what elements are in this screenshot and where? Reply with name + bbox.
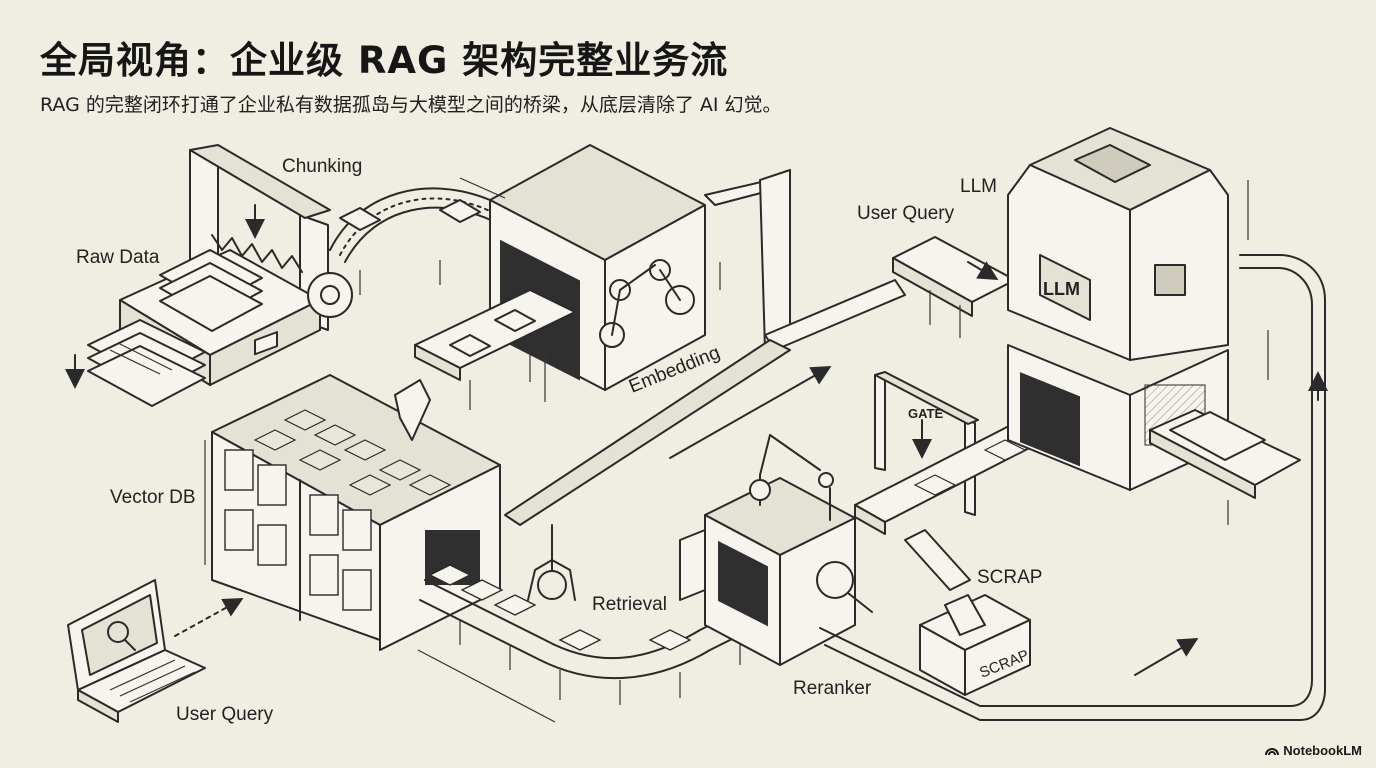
- llm-tower: LLM: [1007, 127, 1301, 525]
- brand-name: NotebookLM: [1283, 743, 1362, 758]
- vector-db-warehouse: [204, 374, 501, 651]
- label-raw-data: Raw Data: [76, 247, 160, 268]
- gate-label: GATE: [908, 406, 943, 421]
- label-llm: LLM: [960, 176, 997, 197]
- label-chunking: Chunking: [282, 156, 362, 177]
- gantry-rail: [504, 169, 906, 526]
- chunk-conveyor: [329, 187, 496, 295]
- label-retrieval: Retrieval: [592, 594, 667, 615]
- label-reranker: Reranker: [793, 678, 872, 699]
- notebooklm-icon: [1265, 747, 1280, 755]
- page-subtitle: RAG 的完整闭环打通了企业私有数据孤岛与大模型之间的桥梁，从底层清除了 AI …: [40, 94, 782, 116]
- label-user-query-top: User Query: [857, 203, 955, 224]
- user-terminal: [67, 579, 244, 723]
- embedding-machine: [414, 144, 721, 410]
- scrap-bin: SCRAP: [919, 594, 1031, 696]
- reranker-machine: [679, 254, 1328, 721]
- page-title: 全局视角：企业级 RAG 架构完整业务流: [40, 39, 729, 82]
- label-vector-db: Vector DB: [110, 487, 196, 508]
- raw-data-paper-stack: [65, 249, 263, 407]
- query-conveyor: [892, 236, 1016, 338]
- llm-chip-label: LLM: [1043, 279, 1080, 299]
- label-user-query-bottom: User Query: [176, 704, 274, 725]
- label-scrap: SCRAP: [977, 567, 1042, 588]
- notebooklm-logo: NotebookLM: [1265, 743, 1362, 758]
